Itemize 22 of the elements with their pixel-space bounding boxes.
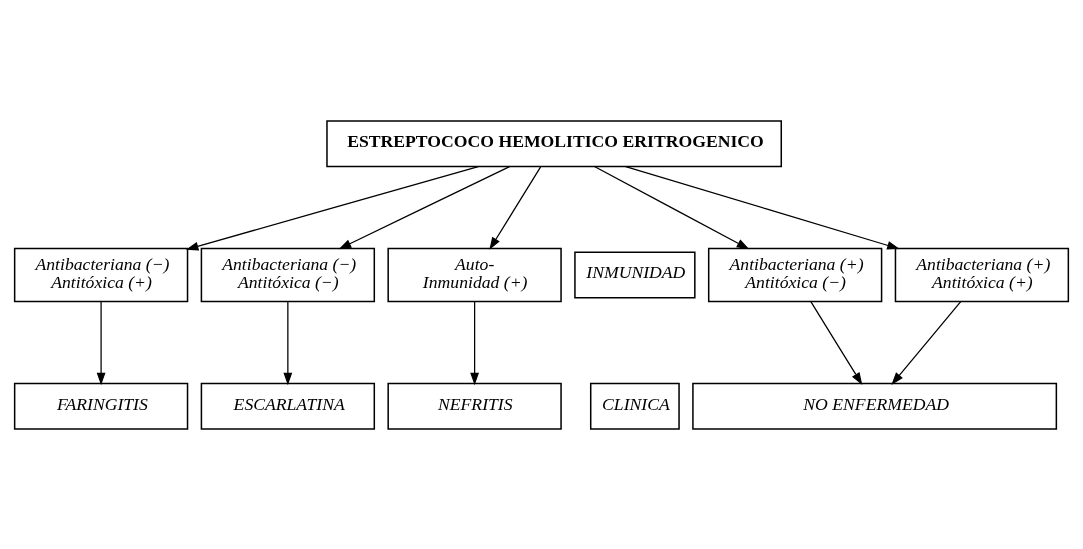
node-box: Antibacteriana (−) Antitóxica (+) <box>13 247 189 302</box>
node-box: Auto- Inmunidad (+) <box>387 247 562 302</box>
node-box: Antibacteriana (−) Antitóxica (−) <box>200 247 376 302</box>
arrow <box>593 165 750 249</box>
arrow <box>489 165 542 250</box>
node-box: Antibacteriana (+) Antitóxica (+) <box>894 247 1070 302</box>
node-box: Antibacteriana (+) Antitóxica (−) <box>707 247 883 302</box>
arrow <box>470 300 480 385</box>
arrow <box>96 300 106 385</box>
node-box: ESTREPTOCOCO HEMOLITICO ERITROGENICO <box>326 119 782 167</box>
arrow <box>185 165 479 250</box>
arrow <box>810 300 863 385</box>
arrow <box>625 165 900 250</box>
node-box: CLINICA <box>589 382 680 430</box>
node-box: FARINGITIS <box>13 382 189 430</box>
arrow <box>338 165 511 249</box>
node-box: ESCARLATINA <box>200 382 376 430</box>
arrow <box>283 300 293 385</box>
arrow <box>891 300 962 385</box>
node-box: NEFRITIS <box>387 382 562 430</box>
node-box: INMUNIDAD <box>574 251 696 298</box>
node-box: NO ENFERMEDAD <box>692 382 1058 430</box>
